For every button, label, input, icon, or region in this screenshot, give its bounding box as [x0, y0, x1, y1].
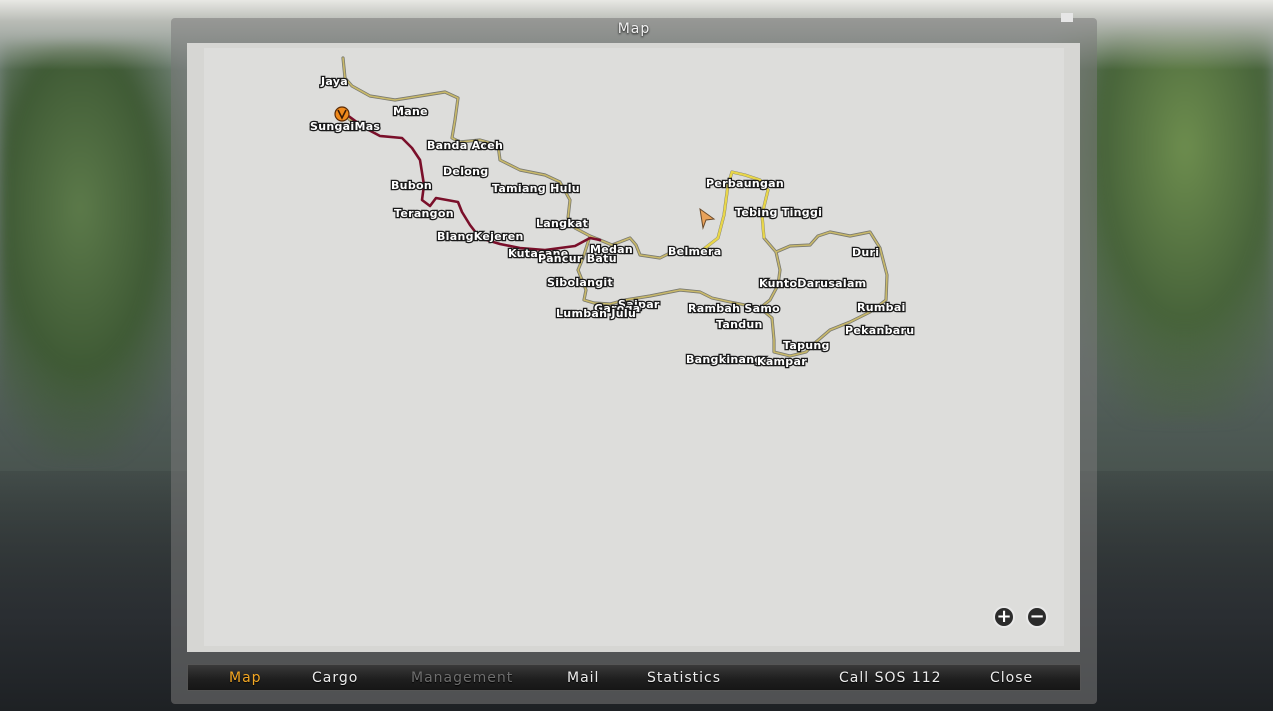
city-label[interactable]: Tapung	[782, 338, 831, 354]
city-label[interactable]: Garoga	[593, 301, 642, 317]
city-label[interactable]: BlangKejeren	[436, 229, 525, 245]
player-location-icon	[699, 207, 716, 230]
call-sos-button[interactable]: Call SOS 112	[839, 670, 942, 686]
city-label[interactable]: Perbaungan	[705, 176, 785, 192]
close-button[interactable]: Close	[990, 670, 1034, 686]
city-label[interactable]: Belmera	[667, 244, 723, 260]
city-label[interactable]: Duri	[851, 245, 881, 261]
road-network	[342, 57, 888, 357]
city-label[interactable]: Medan	[589, 242, 634, 258]
tab-map[interactable]: Map	[229, 670, 262, 686]
city-label[interactable]: Terangon	[393, 206, 455, 222]
city-label[interactable]: Pekanbaru	[844, 323, 916, 339]
city-label[interactable]: Jaya	[319, 74, 349, 90]
city-label[interactable]: Tamiang Hulu	[491, 181, 581, 197]
tab-mail[interactable]: Mail	[567, 670, 600, 686]
city-label[interactable]: Tandun	[715, 317, 764, 333]
planned-route	[341, 110, 602, 252]
city-label[interactable]: Mane	[392, 104, 429, 120]
city-label[interactable]: Kutacane	[507, 246, 570, 262]
city-labels: Jaya Mane SungaiMas Banda Aceh Delong Bu…	[309, 74, 916, 370]
background-trees-left	[0, 40, 200, 460]
map-view[interactable]	[204, 48, 1064, 646]
window-title: Map	[617, 21, 651, 37]
city-label[interactable]: Lumban Julu	[555, 306, 637, 322]
city-label[interactable]: Banda Aceh	[426, 138, 504, 154]
city-label[interactable]: KuntoDarusalam	[758, 276, 868, 292]
window-handle[interactable]	[1061, 13, 1073, 22]
city-label[interactable]: Bangkinang	[685, 352, 764, 368]
zoom-out-button[interactable]: −	[1026, 606, 1048, 628]
city-label[interactable]: SungaiMas	[309, 119, 382, 135]
city-label[interactable]: Langkat	[535, 216, 590, 232]
city-label[interactable]: Sibolangit	[546, 275, 614, 291]
zoom-in-button[interactable]: +	[993, 606, 1015, 628]
city-label[interactable]: Rumbai	[856, 300, 907, 316]
tab-statistics[interactable]: Statistics	[647, 670, 721, 686]
city-label[interactable]: Bubon	[390, 178, 433, 194]
city-label[interactable]: Kampar	[756, 354, 809, 370]
tab-cargo[interactable]: Cargo	[312, 670, 359, 686]
destination-marker-icon[interactable]	[334, 106, 350, 122]
city-label[interactable]: Saipar	[617, 297, 661, 313]
tab-management: Management	[411, 670, 514, 686]
current-road	[699, 170, 770, 253]
city-label[interactable]: Rambah Samo	[687, 301, 781, 317]
bottom-tab-bar: Map Cargo Management Mail Statistics Cal…	[187, 664, 1081, 691]
city-label[interactable]: Pancur Batu	[537, 251, 618, 267]
city-label[interactable]: Tebing Tinggi	[734, 205, 824, 221]
city-label[interactable]: Delong	[442, 164, 490, 180]
